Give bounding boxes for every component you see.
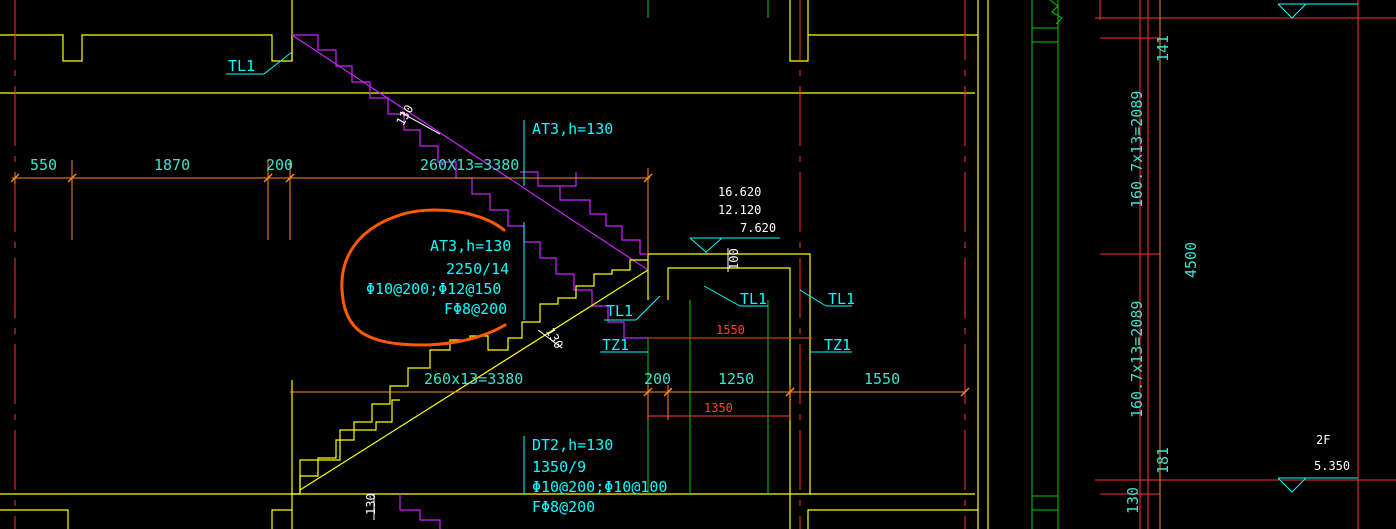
upper-stair-flight	[291, 34, 649, 339]
dim-1870-text: 1870	[154, 156, 190, 174]
dt2-span-label: 1350/9	[532, 458, 586, 476]
structural-lines	[647, 0, 1063, 529]
dim-1607x13-lower-text: 160.7x13=2089	[1128, 301, 1146, 418]
leader-lines	[226, 51, 852, 494]
dim-130-diag-mid-text: 130	[543, 325, 566, 351]
dim-1550-red-text: 1550	[716, 323, 745, 337]
tl1-mid-label: TL1	[606, 302, 633, 320]
dim-1550-right-text: 1550	[864, 370, 900, 388]
floor-elev-label: 5.350	[1314, 459, 1350, 473]
dim-260x13-top-text: 260X13=3380	[420, 156, 519, 174]
at3-upper-label: AT3,h=130	[532, 120, 613, 138]
dt2-rebar-top-label: Φ10@200;Φ10@100	[532, 478, 667, 496]
elevation-symbol	[689, 237, 780, 254]
dim-130-diag-top-text: 130	[393, 102, 416, 128]
tz1-right-label: TZ1	[824, 336, 851, 354]
tl1-landing-a-label: TL1	[740, 290, 767, 308]
at3-rebar-dist-label: FΦ8@200	[444, 300, 507, 318]
elev-7620-text: 7.620	[740, 221, 776, 235]
dim-200-top-text: 200	[266, 156, 293, 174]
at3-rebar-top-label: Φ10@200;Φ12@150	[366, 280, 501, 298]
dim-550-text: 550	[30, 156, 57, 174]
dim-141-text: 141	[1154, 35, 1172, 62]
dim-260x13-bottom-text: 260x13=3380	[424, 370, 523, 388]
annotations: TL1 AT3,h=130 550 1870 200 260X13=3380 1…	[30, 35, 1350, 516]
dt2-rebar-dist-label: FΦ8@200	[532, 498, 595, 516]
tz1-left-label: TZ1	[602, 336, 629, 354]
elev-12120-text: 12.120	[718, 203, 761, 217]
dim-130-right-text: 130	[1124, 487, 1142, 514]
wall-lines	[0, 0, 989, 529]
dim-200-mid-text: 200	[644, 370, 671, 388]
dim-130-bottom-text: 130	[364, 493, 378, 515]
review-markup-cloud	[340, 208, 507, 347]
dt2-label: DT2,h=130	[532, 436, 613, 454]
dim-181-text: 181	[1154, 447, 1172, 474]
dimension-ticks	[10, 173, 970, 397]
diag-dimension-marks	[373, 111, 729, 520]
lower-flight-bottom	[399, 494, 441, 529]
at3-lower-label: AT3,h=130	[430, 237, 511, 255]
dimension-lines	[12, 0, 1161, 529]
tl1-landing-b-label: TL1	[828, 290, 855, 308]
floor-2f-label: 2F	[1316, 433, 1330, 447]
dim-100-text: 100	[727, 248, 741, 270]
dim-1607x13-upper-text: 160.7x13=2089	[1128, 91, 1146, 208]
tl1-top-left-label: TL1	[228, 57, 255, 75]
dim-1350-red-text: 1350	[704, 401, 733, 415]
dim-1250-text: 1250	[718, 370, 754, 388]
at3-span-label: 2250/14	[446, 260, 509, 278]
elev-16620-text: 16.620	[718, 185, 761, 199]
floor-level-symbols	[1277, 3, 1358, 493]
dim-4500-text: 4500	[1182, 242, 1200, 278]
upper-stair-flight-steps	[520, 171, 648, 255]
axis-lines	[14, 0, 1396, 529]
